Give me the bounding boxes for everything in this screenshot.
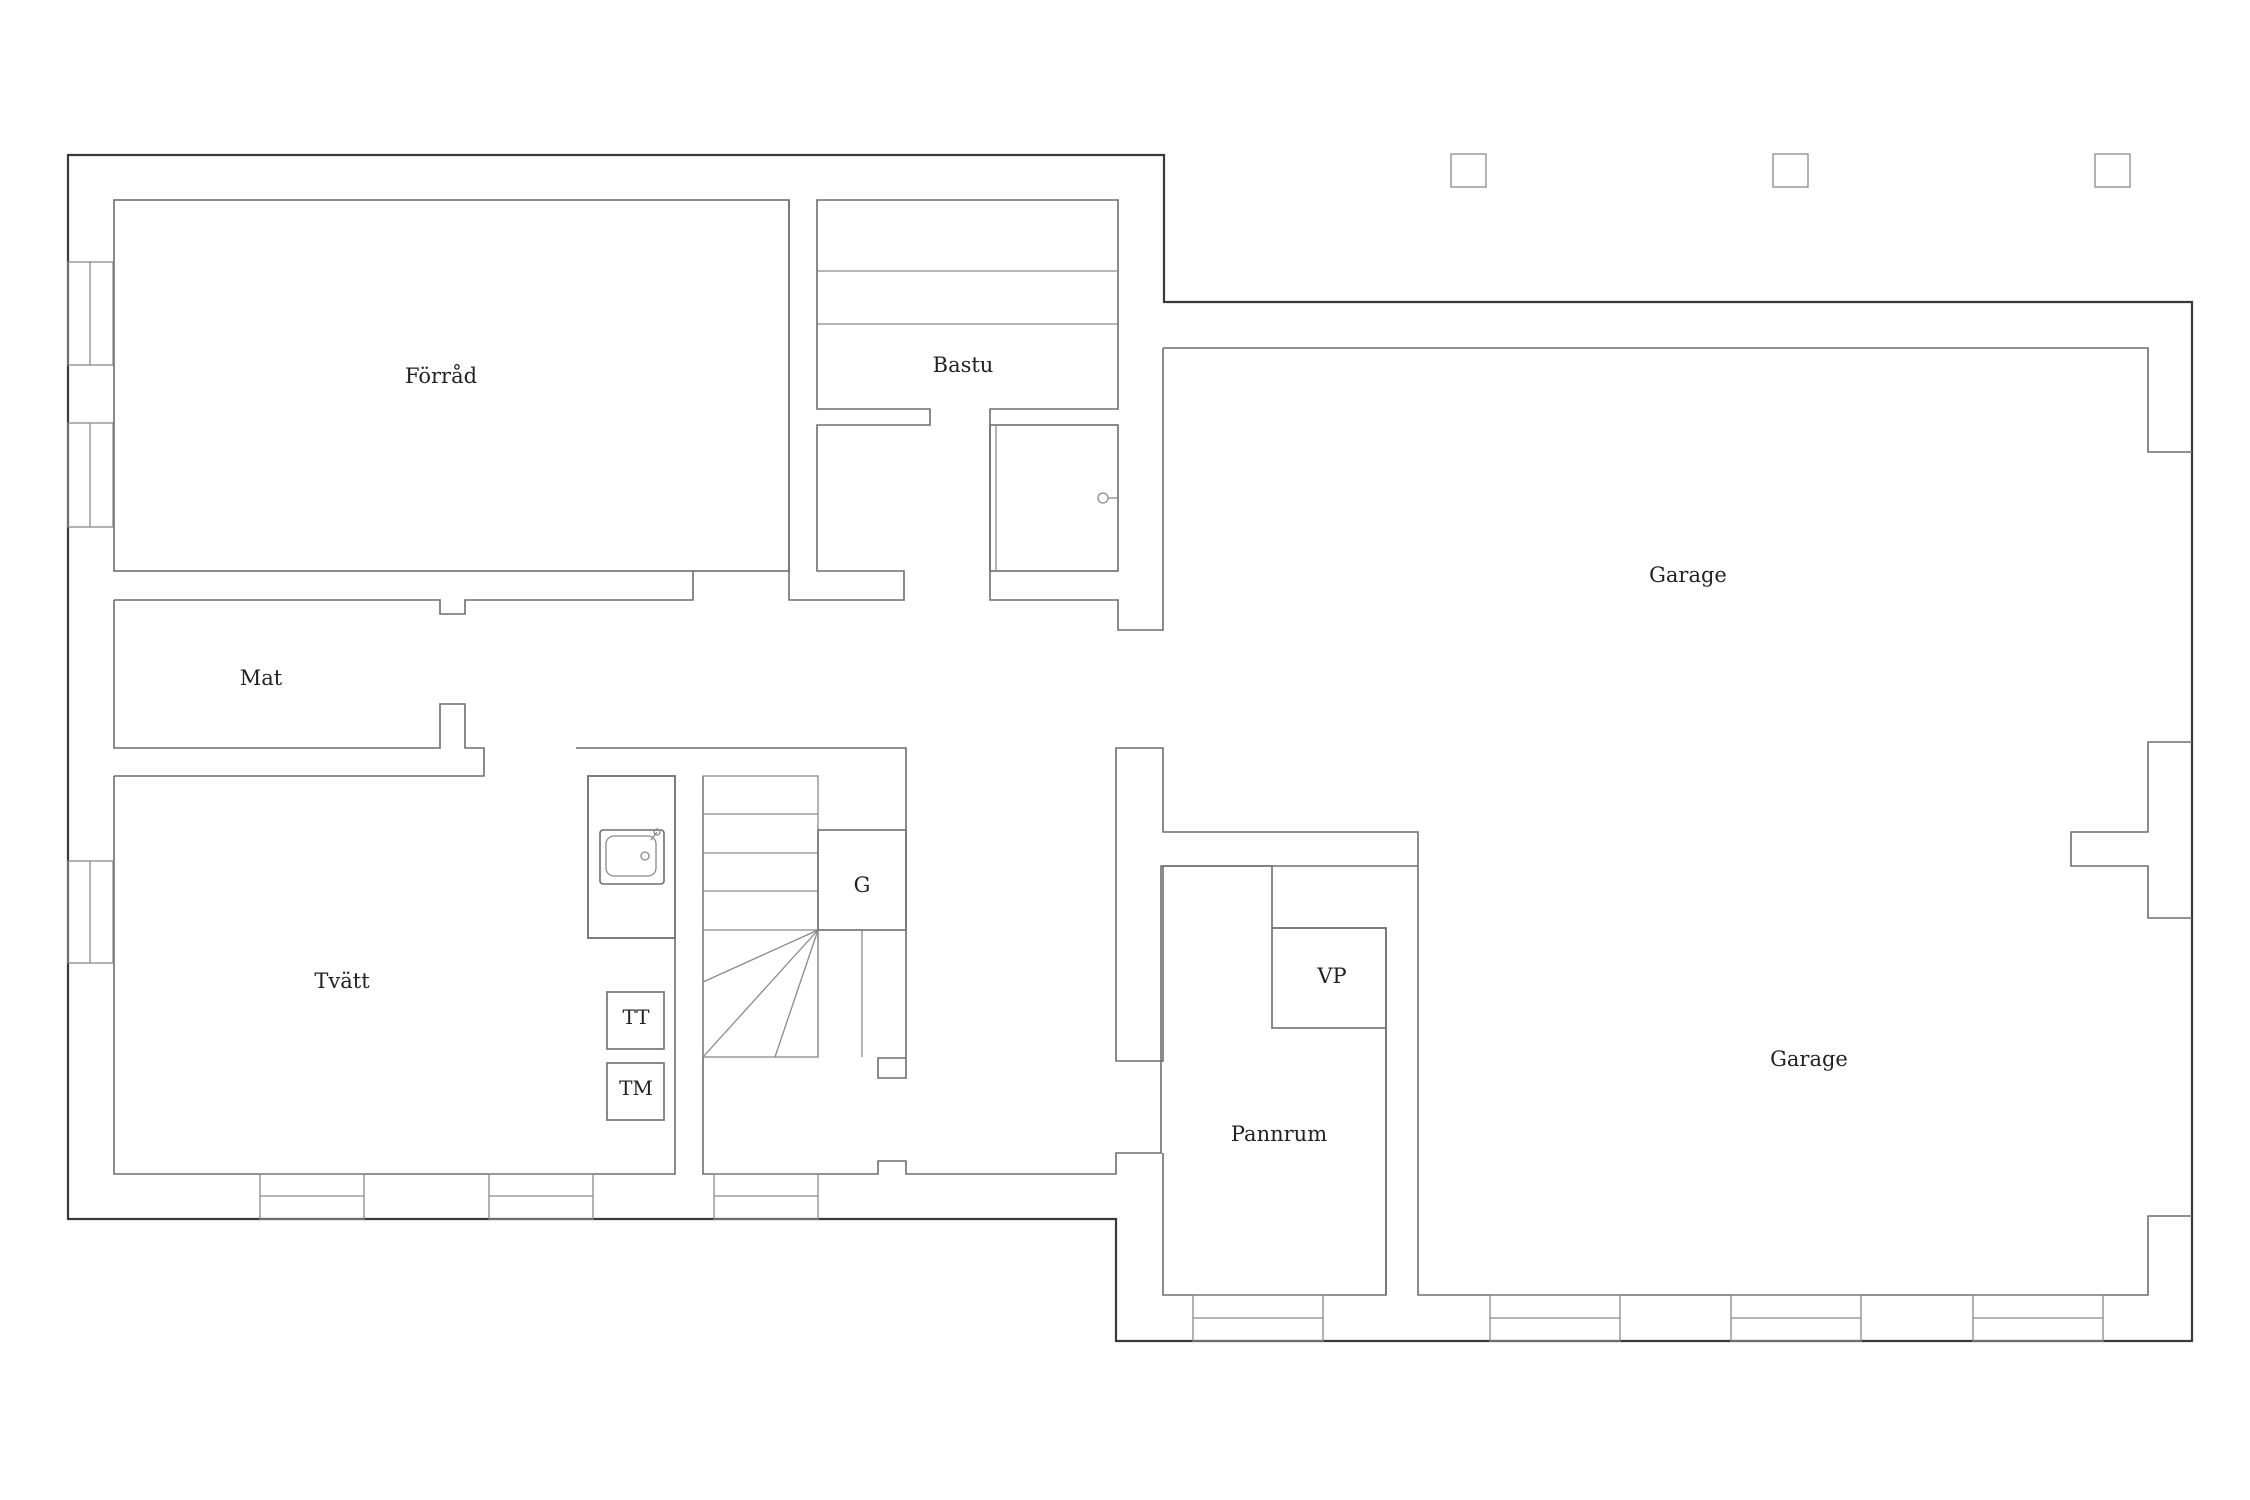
vp-room [1271, 927, 1387, 1029]
label-pannrum: Pannrum [1231, 1122, 1327, 1146]
label-garage-top: Garage [1649, 563, 1727, 587]
window-tvatt-1 [259, 1173, 365, 1220]
garage-top-outline [1163, 347, 2192, 453]
pannrum-outline [1162, 865, 1387, 1296]
exterior-outline [66, 153, 2194, 1343]
stair-winder [702, 929, 819, 1058]
stair-winder [774, 929, 819, 1058]
label-tm: TM [619, 1076, 653, 1100]
shower-head-icon [1097, 492, 1118, 504]
bastu-walls [788, 199, 1164, 631]
shower-room [989, 424, 1119, 572]
window-forrad-2 [67, 422, 114, 528]
stair-block [702, 775, 819, 1058]
label-vp: VP [1316, 964, 1346, 988]
window-garage-2 [1730, 1294, 1862, 1342]
column-marker [1450, 153, 1487, 188]
label-g: G [854, 873, 871, 897]
counter [587, 775, 676, 939]
g-closet [817, 829, 907, 931]
label-tvatt: Tvätt [314, 969, 370, 993]
window-tvatt-2 [488, 1173, 594, 1220]
label-garage-bottom: Garage [1770, 1047, 1848, 1071]
room-tvatt-outline [113, 775, 676, 1175]
window-forrad-1 [67, 261, 114, 366]
label-mat: Mat [240, 666, 283, 690]
stair-walls [576, 747, 907, 1079]
label-bastu: Bastu [933, 353, 994, 377]
tt-box [606, 991, 665, 1050]
garage-bottom-outline [1417, 866, 2192, 1296]
window-stair [713, 1173, 819, 1220]
stair-winder [702, 929, 819, 983]
window-garage-3 [1972, 1294, 2104, 1342]
window-pannrum [1192, 1294, 1324, 1342]
label-forrad: Förråd [405, 364, 477, 388]
room-mat-lower-wall [113, 600, 485, 777]
window-tvatt-3 [67, 860, 114, 964]
sink-icon [599, 828, 665, 885]
label-tt: TT [622, 1005, 650, 1029]
window-garage-1 [1489, 1294, 1621, 1342]
corridor-wall [702, 747, 1419, 1175]
column-marker [1772, 153, 1809, 188]
room-mat-outline [114, 571, 694, 615]
column-marker [2094, 153, 2131, 188]
tm-box [606, 1062, 665, 1121]
garage-divider [2070, 741, 2192, 919]
